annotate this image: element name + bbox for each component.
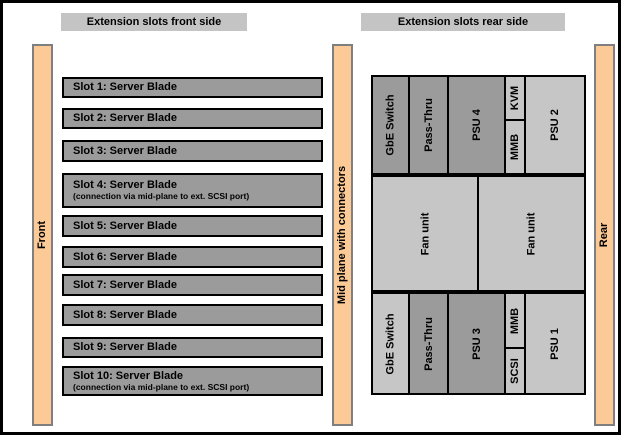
front-panel-label: Front	[36, 220, 49, 250]
slot-1: Slot 1: Server Blade	[62, 77, 323, 98]
module-psu-3-label: PSU 3	[470, 327, 483, 360]
module-psu-3: PSU 3	[447, 292, 506, 395]
mid-plane-bar: Mid plane with connectors	[332, 44, 353, 426]
module-kvm: KVM	[504, 75, 526, 121]
slot-4-sublabel: (connection via mid-plane to ext. SCSI p…	[73, 191, 250, 202]
slot-6-label: Slot 6: Server Blade	[73, 250, 177, 263]
slot-5-label: Slot 5: Server Blade	[73, 219, 177, 232]
module-gbe-switch-top-label: GbE Switch	[384, 94, 397, 156]
module-psu-1-label: PSU 1	[548, 327, 561, 360]
module-pass-thru-top: Pass-Thru	[408, 75, 449, 175]
slot-2: Slot 2: Server Blade	[62, 108, 323, 129]
module-pass-thru-bottom: Pass-Thru	[408, 292, 449, 395]
module-psu-1: PSU 1	[524, 292, 586, 395]
slot-5: Slot 5: Server Blade	[62, 215, 323, 237]
module-mmb-bottom: MMB	[504, 292, 526, 349]
slot-8-label: Slot 8: Server Blade	[73, 308, 177, 321]
module-fan-unit-left: Fan unit	[371, 175, 479, 292]
slot-10-sublabel: (connection via mid-plane to ext. SCSI p…	[73, 381, 250, 392]
module-fan-unit-left-label: Fan unit	[419, 212, 431, 255]
slot-6: Slot 6: Server Blade	[62, 246, 323, 268]
slot-9-label: Slot 9: Server Blade	[73, 341, 177, 354]
header-rear-side: Extension slots rear side	[361, 13, 565, 31]
module-gbe-switch-bottom-label: GbE Switch	[384, 312, 397, 375]
module-psu-2: PSU 2	[524, 75, 586, 175]
slot-3: Slot 3: Server Blade	[62, 140, 323, 162]
module-mmb-top: MMB	[504, 119, 526, 175]
slot-4: Slot 4: Server Blade (connection via mid…	[62, 173, 323, 208]
module-psu-2-label: PSU 2	[548, 109, 561, 141]
module-fan-unit-right-label: Fan unit	[525, 212, 538, 255]
rear-panel-label: Rear	[598, 222, 611, 248]
mid-plane-label: Mid plane with connectors	[336, 165, 349, 305]
module-scsi: SCSI	[504, 347, 526, 395]
module-pass-thru-bottom-label: Pass-Thru	[422, 316, 435, 371]
slot-7: Slot 7: Server Blade	[62, 274, 323, 296]
module-scsi-label: SCSI	[509, 358, 521, 384]
module-gbe-switch-bottom: GbE Switch	[371, 292, 410, 395]
module-psu-4: PSU 4	[447, 75, 506, 175]
header-front-side: Extension slots front side	[61, 13, 247, 31]
front-panel-bar: Front	[32, 44, 53, 426]
slot-10: Slot 10: Server Blade (connection via mi…	[62, 366, 323, 396]
module-mmb-bottom-label: MMB	[509, 307, 521, 334]
module-gbe-switch-top: GbE Switch	[371, 75, 410, 175]
slot-7-label: Slot 7: Server Blade	[73, 278, 177, 291]
slot-3-label: Slot 3: Server Blade	[73, 144, 177, 157]
rear-panel-bar: Rear	[594, 44, 615, 426]
slot-1-label: Slot 1: Server Blade	[73, 81, 177, 94]
module-pass-thru-top-label: Pass-Thru	[422, 98, 435, 152]
slot-4-label: Slot 4: Server Blade	[73, 179, 177, 192]
slot-8: Slot 8: Server Blade	[62, 304, 323, 326]
slot-9: Slot 9: Server Blade	[62, 337, 323, 358]
slot-2-label: Slot 2: Server Blade	[73, 112, 177, 125]
module-mmb-top-label: MMB	[509, 133, 521, 161]
slot-10-label: Slot 10: Server Blade	[73, 369, 184, 382]
module-psu-4-label: PSU 4	[470, 109, 483, 141]
module-kvm-label: KVM	[509, 85, 522, 111]
module-fan-unit-right: Fan unit	[477, 175, 586, 292]
